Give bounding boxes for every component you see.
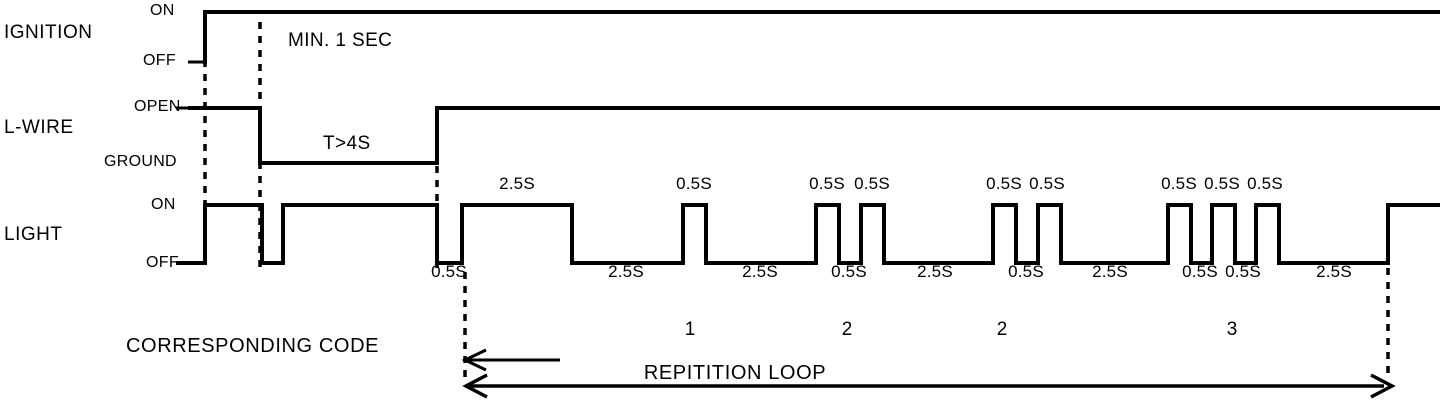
timing-label-below: 2.5S — [608, 262, 644, 281]
row-label-ignition: IGNITION — [4, 22, 93, 43]
level-label-lwire-ground: GROUND — [104, 153, 177, 170]
timing-label-below: 2.5S — [742, 262, 778, 281]
timing-label-above: 0.5S — [1029, 174, 1065, 193]
level-label-ignition-off: OFF — [143, 52, 176, 69]
loop-arrow-head-left — [462, 373, 488, 399]
timing-label-below: 2.5S — [1316, 262, 1352, 281]
timing-label-below: 0.5S — [831, 262, 867, 281]
timing-label-below: 0.5S — [1008, 262, 1044, 281]
code-digit-3: 3 — [1226, 319, 1238, 340]
annotation-t-gt-4s: T>4S — [323, 133, 371, 154]
timing-label-below: 0.5S — [1182, 262, 1218, 281]
row-label-l-wire: L-WIRE — [4, 117, 74, 138]
repitition-loop-arrow — [462, 373, 1396, 399]
timing-label-below: 2.5S — [1092, 262, 1128, 281]
loop-arrow-head-right — [1370, 373, 1396, 399]
timing-label-below: 0.5S — [1225, 262, 1261, 281]
level-tick-marks — [176, 60, 206, 265]
annotation-repitition-loop: REPITITION LOOP — [643, 362, 827, 384]
waveform-l-wire — [188, 106, 1440, 165]
level-label-light-off: OFF — [146, 254, 179, 271]
code-digit-1: 1 — [684, 319, 696, 340]
level-label-light-on: ON — [151, 196, 176, 213]
timing-label-above: 0.5S — [1204, 174, 1240, 193]
annotation-corresponding-code: CORRESPONDING CODE — [126, 335, 380, 357]
waveform-light — [176, 203, 1440, 265]
timing-label-above: 0.5S — [676, 174, 712, 193]
row-label-light: LIGHT — [4, 224, 63, 245]
code-arrow-head — [461, 348, 487, 372]
timing-label-above: 0.5S — [986, 174, 1022, 193]
corresponding-code-arrow — [461, 348, 560, 372]
level-label-ignition-on: ON — [150, 2, 175, 19]
annotation-min-1-sec: MIN. 1 SEC — [288, 30, 393, 51]
timing-label-above: 2.5S — [499, 174, 535, 193]
code-digit-2b: 2 — [996, 319, 1008, 340]
timing-label-above: 0.5S — [854, 174, 890, 193]
level-label-lwire-open: OPEN — [134, 98, 181, 115]
timing-label-above: 0.5S — [809, 174, 845, 193]
code-digit-2a: 2 — [841, 319, 853, 340]
guide-lines — [203, 18, 1390, 378]
timing-label-below: 0.5S — [431, 262, 467, 281]
waveform-ignition — [203, 10, 1440, 64]
timing-label-above: 0.5S — [1161, 174, 1197, 193]
timing-label-above: 0.5S — [1247, 174, 1283, 193]
timing-label-below: 2.5S — [917, 262, 953, 281]
